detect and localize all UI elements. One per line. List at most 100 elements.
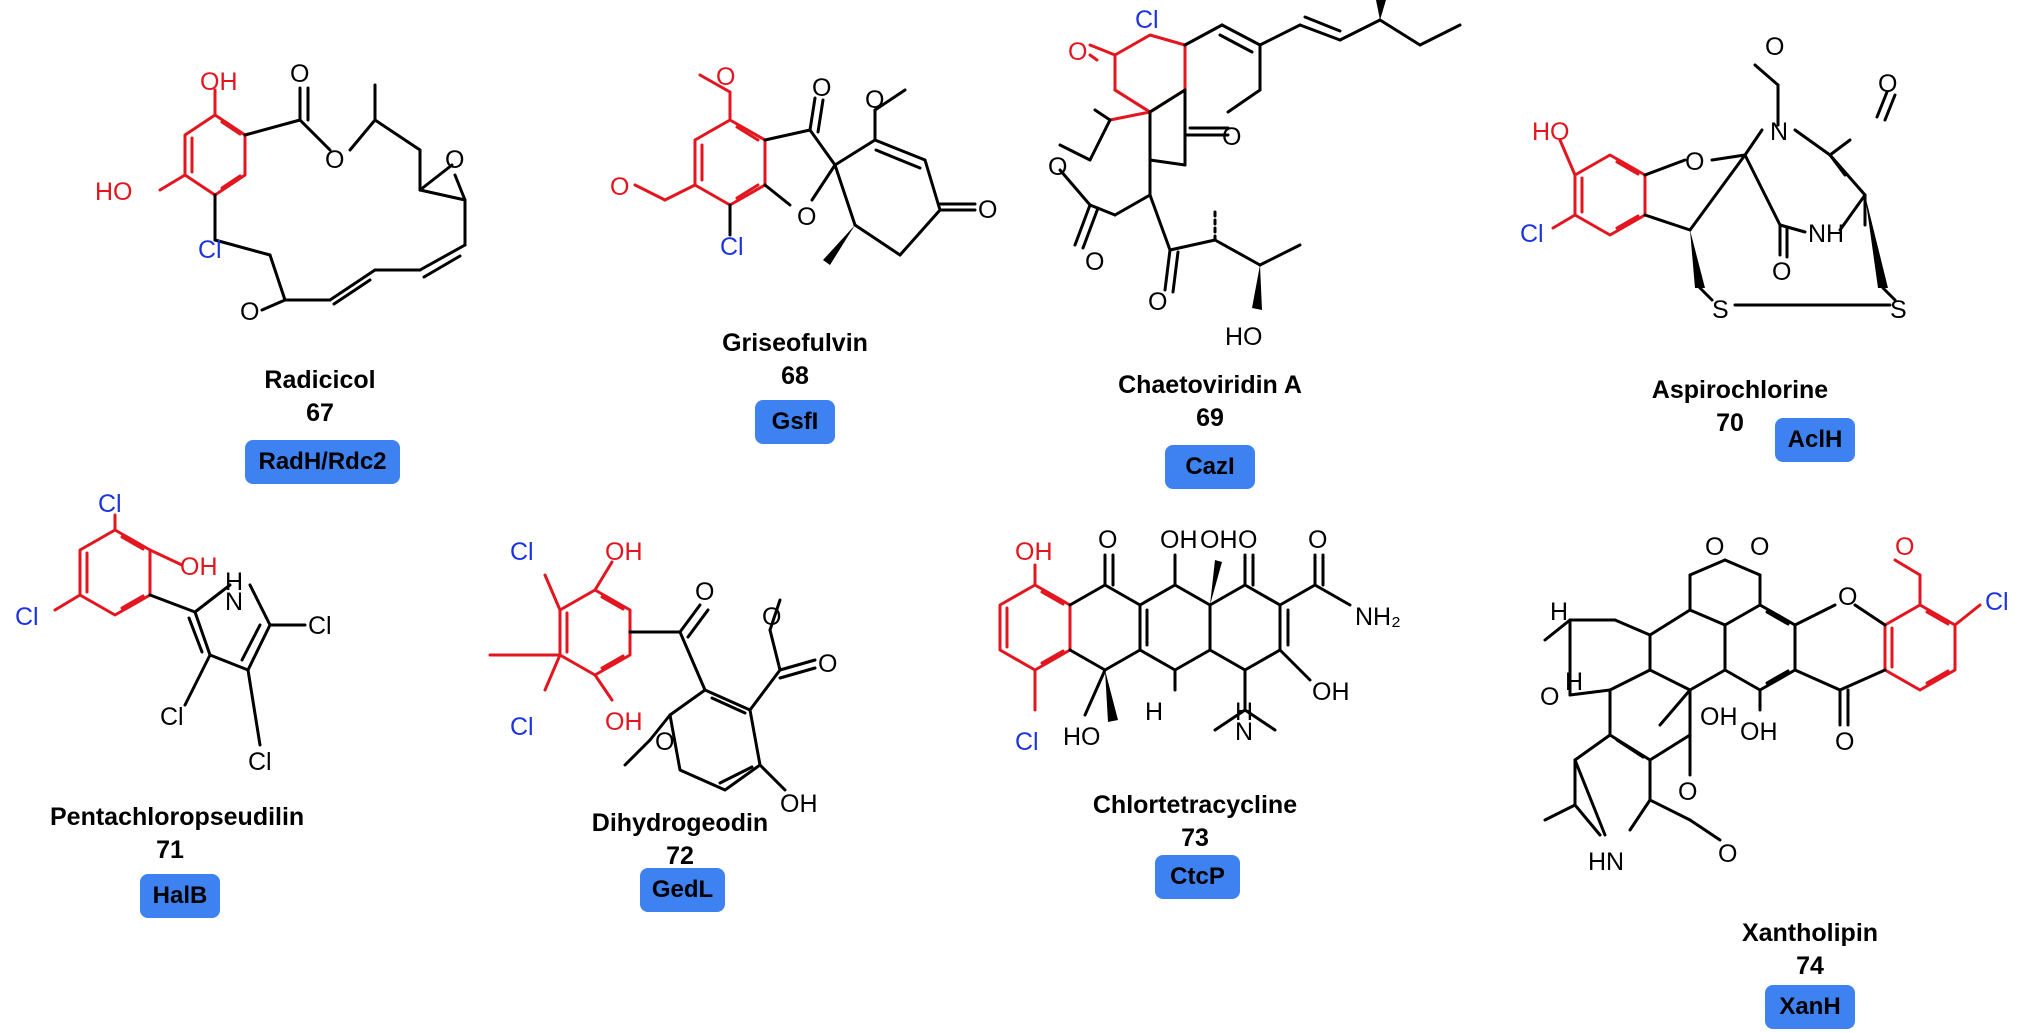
structure-griseofulvin: O O Cl O O O O xyxy=(610,63,997,265)
atom-label-oh: OH xyxy=(1160,526,1198,554)
atom-label-ho: HO xyxy=(1225,323,1263,351)
atom-label-h: H xyxy=(1235,698,1253,726)
atom-label-n: N xyxy=(1235,718,1253,746)
atom-label-o: O xyxy=(1068,38,1087,66)
atom-label-h: H xyxy=(225,568,243,596)
atom-label-o: O xyxy=(1148,288,1167,316)
enzyme-badge-68: GsfI xyxy=(755,400,835,444)
atom-label-o: O xyxy=(1678,778,1697,806)
atom-label-o: O xyxy=(1772,258,1791,286)
atom-label-cl: Cl xyxy=(248,748,272,776)
atom-label-n: N xyxy=(1770,118,1788,146)
atom-label-o: O xyxy=(812,74,831,102)
atom-label-o: O xyxy=(1838,583,1857,611)
atom-label-cl: Cl xyxy=(1135,6,1159,34)
atom-label-cl: Cl xyxy=(98,490,122,518)
atom-label-o: O xyxy=(1750,533,1769,561)
compound-name-71: Pentachloropseudilin xyxy=(50,803,305,831)
structure-pentachloropseudilin: Cl OH Cl H N Cl Cl Cl xyxy=(15,490,332,776)
atom-label-cl: Cl xyxy=(1520,220,1544,248)
atom-label-o: O xyxy=(797,203,816,231)
atom-label-cl: Cl xyxy=(1985,588,2009,616)
structure-dihydrogeodin: OH Cl Cl OH O O O O OH xyxy=(488,538,837,818)
atom-label-o: O xyxy=(1718,840,1737,868)
atom-label-o: O xyxy=(1765,33,1784,61)
structure-chaetoviridin: Cl O O O O O HO xyxy=(1048,0,1462,351)
atom-label-o: O xyxy=(290,60,309,88)
atom-label-cl: Cl xyxy=(510,713,534,741)
atom-label-oh: OH xyxy=(180,553,218,581)
atom-label-cl: Cl xyxy=(15,603,39,631)
atom-label-ho: HO xyxy=(1063,723,1101,751)
atom-label-cl: Cl xyxy=(1015,728,1039,756)
compound-name-69: Chaetoviridin A xyxy=(1118,371,1302,399)
enzyme-badge-67: RadH/Rdc2 xyxy=(245,440,400,484)
compound-number-69: 69 xyxy=(1196,404,1224,432)
atom-label-nh: NH xyxy=(1808,220,1844,248)
atom-label-cl: Cl xyxy=(160,703,184,731)
atom-label-o: O xyxy=(1098,526,1117,554)
atom-label-o: O xyxy=(1238,526,1257,554)
compound-number-70: 70 xyxy=(1716,409,1744,437)
enzyme-badge-72: GedL xyxy=(640,868,725,912)
compound-number-71: 71 xyxy=(156,836,184,864)
atom-label-h: H xyxy=(1145,698,1163,726)
atom-label-o: O xyxy=(1685,148,1704,176)
compound-name-74: Xantholipin xyxy=(1741,919,1879,947)
enzyme-badge-69: CazI xyxy=(1165,445,1255,489)
atom-label-oh: OH xyxy=(1700,703,1738,731)
structure-chlortetracycline: OH Cl O OH OH O O NH₂ OH HO H H N xyxy=(998,526,1401,756)
atom-label-hn: HN xyxy=(1588,848,1624,876)
compound-number-73: 73 xyxy=(1181,824,1209,852)
atom-label-o: O xyxy=(695,578,714,606)
atom-label-oh: OH xyxy=(1200,526,1238,554)
atom-label-cl: Cl xyxy=(720,233,744,261)
structure-aspirochlorine: HO Cl O O N O NH O S S xyxy=(1520,33,1907,324)
atom-label-nh2: NH₂ xyxy=(1355,603,1401,631)
atom-label-o: O xyxy=(445,146,464,174)
enzyme-badge-73: CtcP xyxy=(1155,855,1240,899)
atom-label-o: O xyxy=(240,298,259,326)
enzyme-badge-74: XanH xyxy=(1765,985,1855,1029)
atom-label-o: O xyxy=(1048,153,1067,181)
compound-name-72: Dihydrogeodin xyxy=(591,809,769,837)
atom-label-s: S xyxy=(1890,296,1907,324)
atom-label-cl: Cl xyxy=(510,538,534,566)
atom-label-o: O xyxy=(1705,533,1724,561)
atom-label-oh: OH xyxy=(780,790,818,818)
atom-label-n: N xyxy=(225,588,243,616)
atom-label-ho: HO xyxy=(1532,118,1570,146)
compound-name-70: Aspirochlorine xyxy=(1651,376,1829,404)
atom-label-oh: OH xyxy=(200,68,238,96)
structure-xantholipin: O Cl O O O O OH OH O O O HN H H xyxy=(1540,533,2009,876)
atom-label-o: O xyxy=(762,603,781,631)
atom-label-o: O xyxy=(818,650,837,678)
atom-label-cl: Cl xyxy=(198,236,222,264)
atom-label-o: O xyxy=(1085,248,1104,276)
compound-number-74: 74 xyxy=(1796,952,1824,980)
atom-label-o: O xyxy=(1878,70,1897,98)
atom-label-o: O xyxy=(1895,533,1914,561)
atom-label-o: O xyxy=(1835,728,1854,756)
atom-label-o: O xyxy=(325,146,344,174)
compound-name-73: Chlortetracycline xyxy=(1092,791,1298,819)
atom-label-oh: OH xyxy=(605,538,643,566)
compound-name-68: Griseofulvin xyxy=(722,329,868,357)
compound-number-68: 68 xyxy=(781,362,809,390)
atom-label-o: O xyxy=(1540,683,1559,711)
enzyme-badge-70: AclH xyxy=(1775,418,1855,462)
atom-label-o: O xyxy=(655,728,674,756)
atom-label-h: H xyxy=(1550,598,1568,626)
atom-label-o: O xyxy=(865,86,884,114)
atom-label-oh: OH xyxy=(1015,538,1053,566)
atom-label-o: O xyxy=(978,196,997,224)
atom-label-o: O xyxy=(716,63,735,91)
compound-number-67: 67 xyxy=(306,399,334,427)
atom-label-oh: OH xyxy=(605,708,643,736)
compound-number-72: 72 xyxy=(666,842,694,870)
enzyme-badge-71: HalB xyxy=(140,874,220,918)
atom-label-ho: HO xyxy=(95,178,133,206)
atom-label-o: O xyxy=(1222,123,1241,151)
